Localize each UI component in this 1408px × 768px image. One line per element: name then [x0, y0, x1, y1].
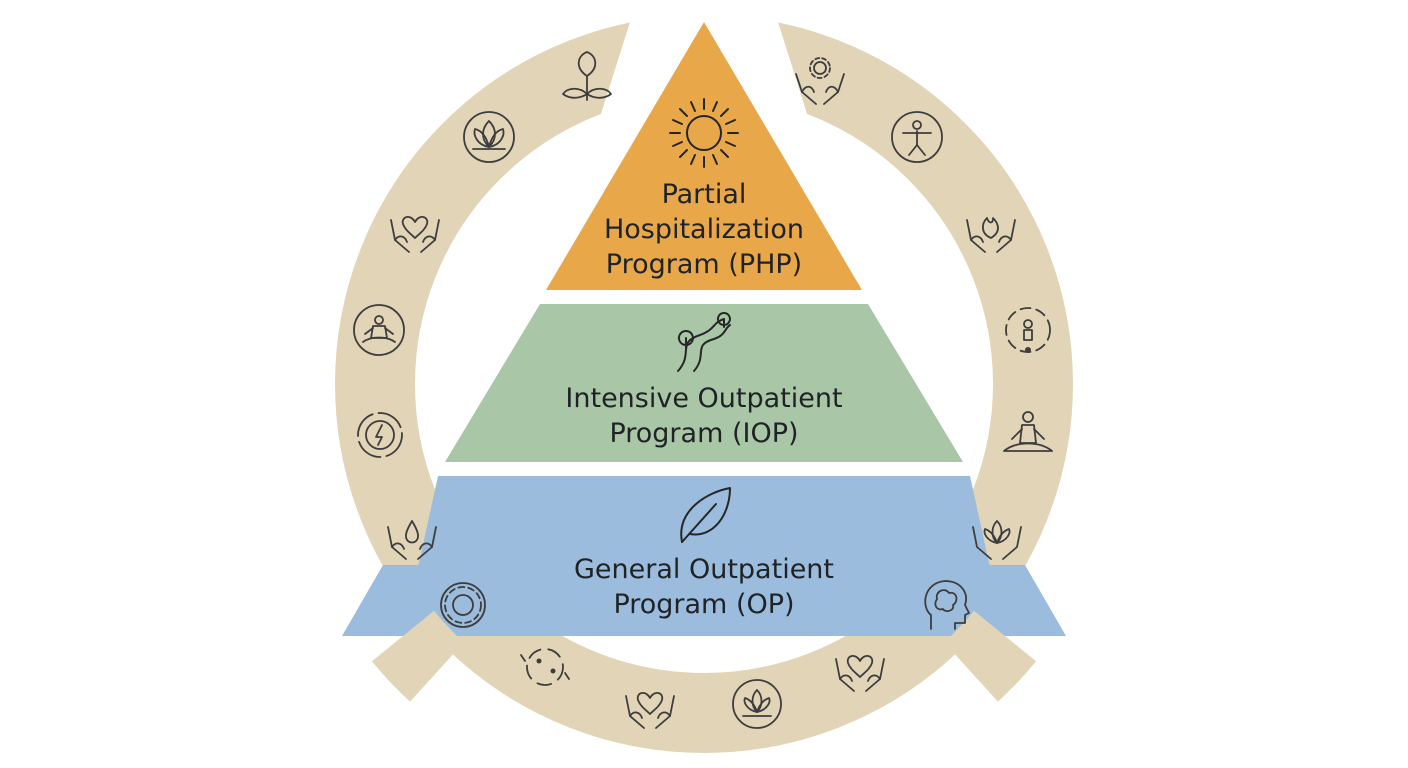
hands-gear-icon — [795, 57, 845, 105]
cycle-person-icon — [1005, 307, 1051, 353]
php-label-line2: Hospitalization — [604, 214, 804, 245]
energy-cycle-icon — [357, 412, 403, 458]
gear-icon — [440, 582, 486, 628]
hands-lotus-icon — [972, 520, 1022, 560]
iop-label-line1: Intensive Outpatient — [565, 383, 842, 414]
meditation-icon — [1003, 411, 1053, 452]
php-label-line3: Program (PHP) — [606, 249, 802, 280]
op-tier — [403, 476, 1005, 636]
head-brain-icon — [924, 580, 970, 630]
hands-heart-icon — [625, 692, 675, 729]
ring-overlap-left — [371, 610, 465, 702]
lotus-icon — [463, 111, 515, 163]
php-label-line1: Partial — [662, 179, 747, 210]
person-circle-icon — [891, 111, 943, 163]
op-label-line1: General Outpatient — [574, 554, 834, 585]
sprout-icon — [562, 51, 612, 101]
sun-icon — [669, 98, 739, 168]
hands-heart-icon — [835, 655, 885, 692]
op-label-line2: Program (OP) — [613, 589, 794, 620]
iop-label-line2: Program (IOP) — [609, 418, 798, 449]
hands-drop-icon — [387, 520, 437, 560]
meditation-circle-icon — [353, 304, 405, 356]
iop-tier — [445, 304, 963, 462]
hands-flame-icon — [966, 217, 1016, 253]
leaf-icon — [680, 487, 731, 543]
winding-path-icon — [677, 312, 731, 372]
ring-overlap-right — [943, 610, 1037, 702]
cycle-arrows-icon — [520, 648, 570, 686]
hands-heart-icon — [390, 216, 440, 253]
lotus-circle-icon — [732, 679, 782, 729]
